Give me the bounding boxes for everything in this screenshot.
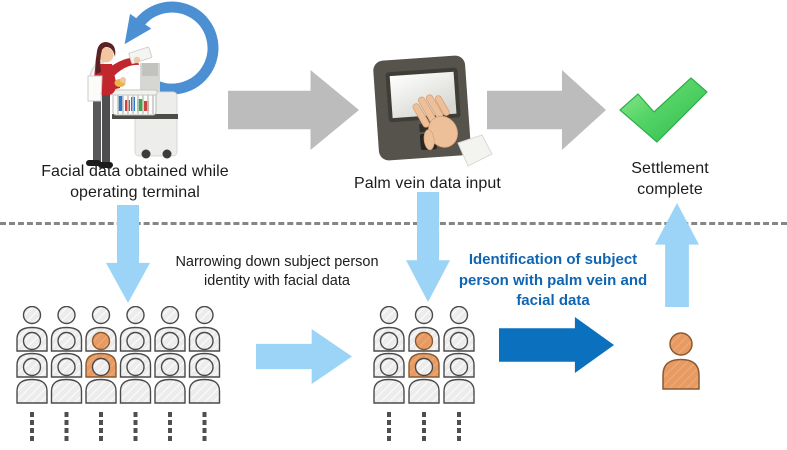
- woman-figure: [86, 42, 153, 168]
- sleeve: [457, 134, 493, 167]
- highlighted-person-column: [408, 306, 440, 441]
- narrowing-annotation: Narrowing down subject person identity w…: [175, 254, 379, 290]
- single-person-icon: [662, 332, 700, 390]
- facial-data-down-arrow-icon: [106, 205, 150, 303]
- step1-label: Facial data obtained while operating ter…: [41, 163, 229, 201]
- highlighted-person-column: [85, 306, 117, 441]
- identification-right-arrow-icon: [499, 317, 614, 373]
- step3-label: Settlement complete: [631, 160, 709, 198]
- self-checkout-woman-illustration: [86, 42, 178, 168]
- crowd-6-columns: [16, 306, 221, 441]
- palm-vein-terminal-icon: [373, 55, 493, 167]
- narrowing-right-arrow-icon: [256, 329, 352, 384]
- dashed-divider: [0, 222, 787, 225]
- refresh-arrow-icon: [124, 1, 219, 95]
- step2-label: Palm vein data input: [354, 175, 501, 192]
- palm-data-down-arrow-icon: [406, 192, 450, 302]
- hand-icon: [412, 94, 458, 151]
- checkmark-icon: [619, 77, 708, 143]
- identification-annotation: Identification of subject person with pa…: [458, 251, 648, 310]
- flow-arrow-1-right-icon: [228, 70, 359, 150]
- crowd-3-columns: [373, 306, 475, 441]
- settlement-up-arrow-icon: [655, 203, 699, 307]
- flow-arrow-2-right-icon: [487, 70, 606, 150]
